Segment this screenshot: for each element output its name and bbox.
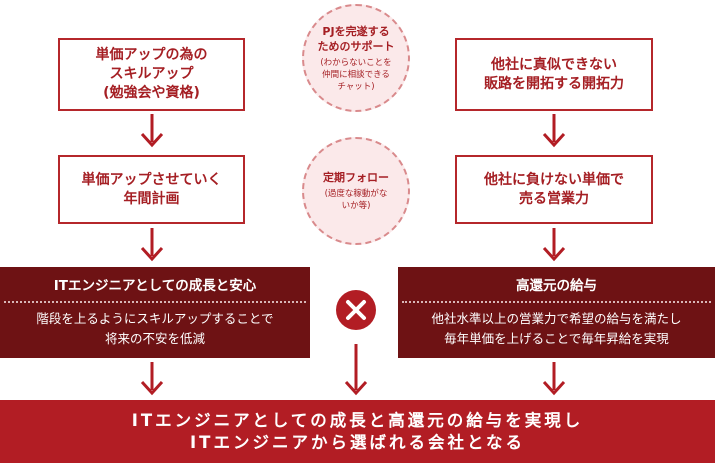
final-line-1: ITエンジニアとしての成長と高還元の給与を実現し bbox=[131, 410, 584, 430]
arrow-down-icon bbox=[542, 228, 566, 262]
arrow-down-icon bbox=[542, 114, 566, 148]
growth-security-banner: ITエンジニアとしての成長と安心 階段を上るようにスキルアップすることで 将来の… bbox=[0, 267, 310, 358]
dotted-divider bbox=[402, 301, 711, 303]
support-note: (わからないことを 仲間に相談できる チャット) bbox=[320, 57, 392, 92]
final-line-2: ITエンジニアから選ばれる会社となる bbox=[190, 432, 525, 452]
followup-title: 定期フォロー bbox=[323, 171, 389, 184]
high-salary-banner: 高還元の給与 他社水準以上の営業力で希望の給与を満たし 毎年単価を上げることで毎… bbox=[398, 267, 715, 358]
dotted-divider bbox=[4, 301, 306, 303]
followup-note: (過度な稼動がな いか等) bbox=[324, 189, 388, 211]
banner-body: 階段を上るようにスキルアップすることで 将来の不安を低減 bbox=[36, 311, 274, 346]
arrow-down-icon bbox=[140, 362, 164, 396]
sales-channel-box: 他社に真似できない 販路を開拓する開拓力 bbox=[455, 38, 653, 111]
sales-power-box: 他社に負けない単価で 売る営業力 bbox=[455, 155, 653, 224]
close-icon bbox=[336, 290, 376, 330]
banner-title: 高還元の給与 bbox=[516, 278, 597, 294]
arrow-down-icon bbox=[344, 344, 368, 396]
followup-circle: 定期フォロー (過度な稼動がな いか等) bbox=[302, 137, 410, 245]
arrow-down-icon bbox=[140, 228, 164, 262]
banner-title: ITエンジニアとしての成長と安心 bbox=[53, 278, 257, 294]
arrow-down-icon bbox=[140, 114, 164, 148]
final-goal-banner: ITエンジニアとしての成長と高還元の給与を実現し ITエンジニアから選ばれる会社… bbox=[0, 400, 715, 463]
arrow-down-icon bbox=[542, 362, 566, 396]
support-circle: PJを完遂する ためのサポート (わからないことを 仲間に相談できる チャット) bbox=[302, 4, 410, 112]
skill-up-box: 単価アップの為の スキルアップ (勉強会や資格) bbox=[58, 38, 245, 111]
support-title: PJを完遂する ためのサポート bbox=[317, 24, 395, 53]
annual-plan-box: 単価アップさせていく 年間計画 bbox=[58, 155, 245, 224]
banner-body: 他社水準以上の営業力で希望の給与を満たし 毎年単価を上げることで毎年昇給を実現 bbox=[431, 311, 682, 346]
